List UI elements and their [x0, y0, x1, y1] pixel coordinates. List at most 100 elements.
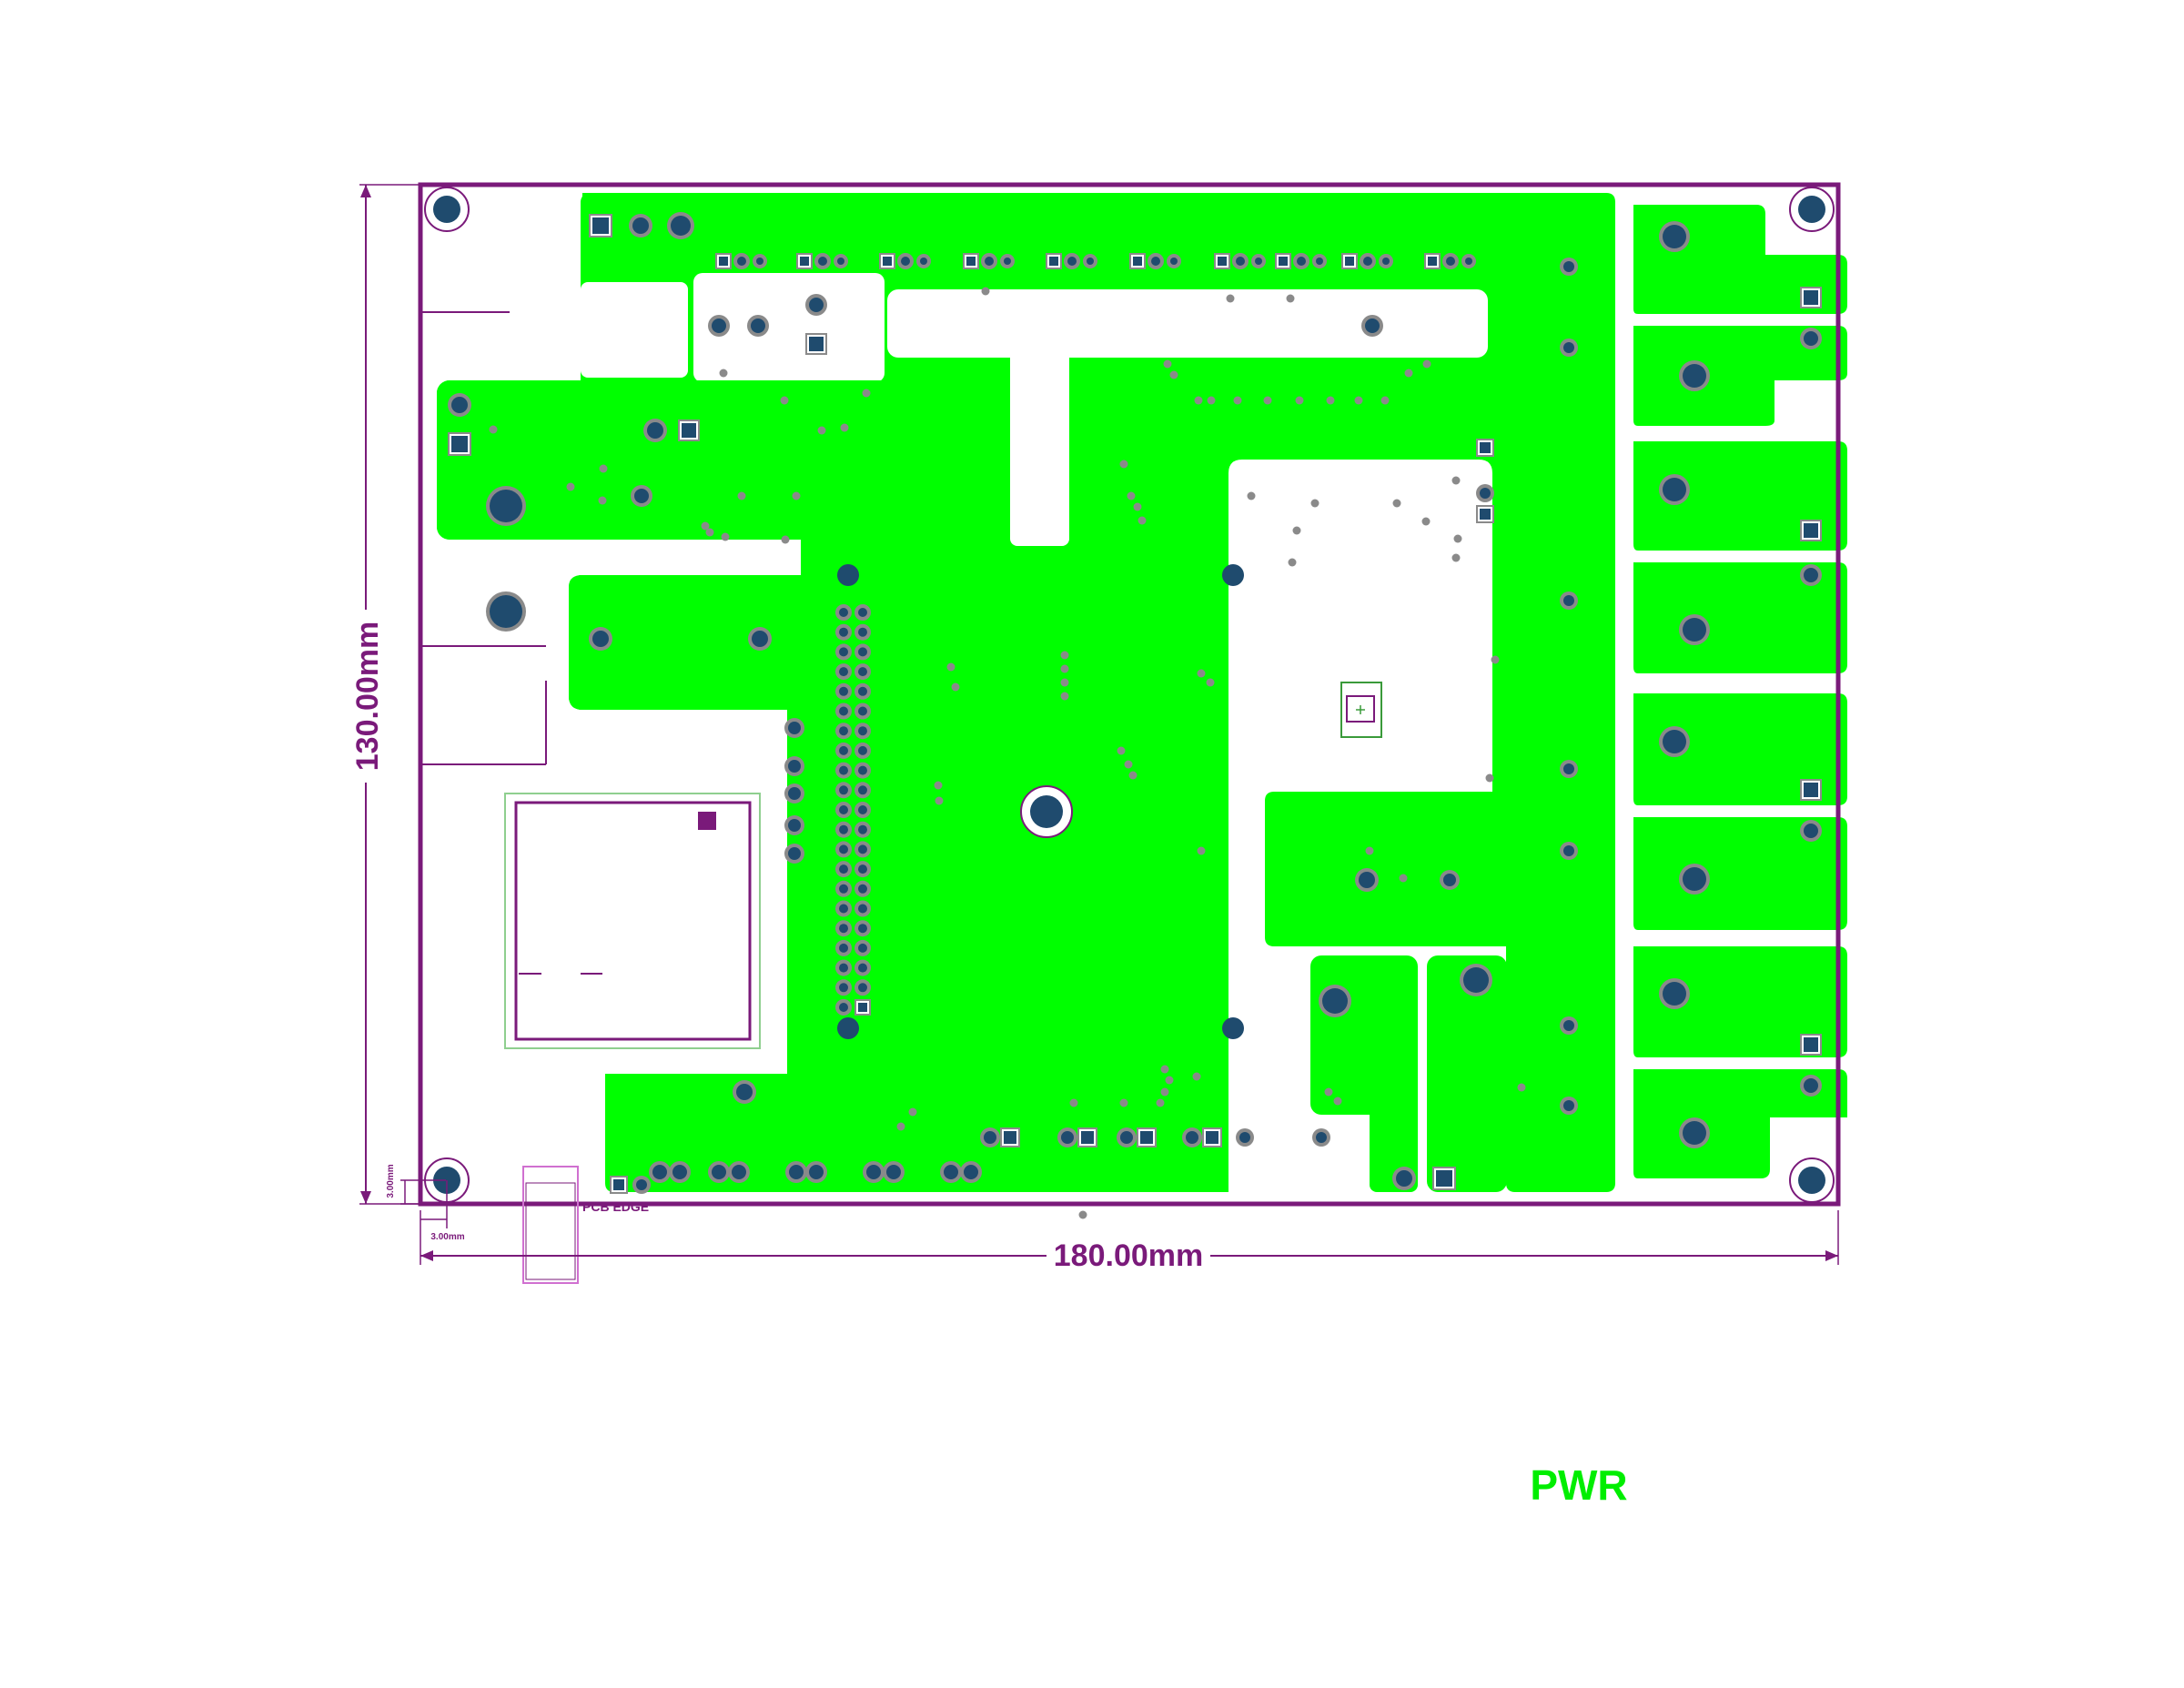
pad: [788, 760, 801, 773]
via: [1160, 1065, 1169, 1074]
pad: [858, 745, 867, 755]
pad: [632, 217, 649, 234]
pad: [858, 785, 867, 795]
pad: [858, 627, 867, 637]
pad-square-core: [613, 1179, 624, 1190]
pour-right-mid: [1265, 792, 1524, 937]
pad: [732, 1165, 746, 1179]
pad: [1087, 258, 1094, 265]
pour-bottom-right-b: [1370, 1074, 1418, 1192]
pad: [1663, 225, 1686, 248]
pad: [751, 318, 765, 333]
pad: [858, 647, 867, 657]
dimension-width-label: 180.00mm: [1054, 1238, 1203, 1273]
pad-square-core: [682, 423, 696, 438]
via: [705, 528, 714, 537]
pour-left-upper: [437, 380, 1010, 540]
pad: [858, 726, 867, 736]
pad: [1061, 1131, 1074, 1144]
pad: [1563, 1100, 1574, 1111]
pad-square-core: [1218, 257, 1227, 266]
pad: [1804, 568, 1818, 582]
pad: [647, 422, 663, 439]
pour-conn-8: [1633, 1069, 1847, 1178]
pad: [818, 257, 827, 266]
pad: [1480, 488, 1491, 499]
pad-square-core: [1279, 257, 1288, 266]
pad: [839, 667, 848, 677]
pour-conn-6: [1633, 817, 1847, 930]
via: [721, 532, 730, 541]
cutout-upper-right-box: [1228, 460, 1492, 792]
cutout-between: [1310, 1115, 1370, 1192]
via: [840, 423, 849, 432]
pad: [1563, 845, 1574, 856]
mounting-hole-top-right: [1789, 187, 1835, 232]
pad: [839, 1003, 848, 1012]
pad: [1563, 595, 1574, 606]
pad: [839, 726, 848, 736]
bottom-connector-row: [610, 718, 1492, 1194]
via: [1192, 1072, 1201, 1081]
pad: [839, 608, 848, 617]
pad-square-core: [809, 337, 824, 351]
pad-square-core: [1004, 1131, 1016, 1144]
via: [1247, 491, 1256, 500]
module-courtyard: [504, 793, 761, 1049]
pad: [1683, 618, 1706, 642]
pad: [858, 844, 867, 854]
pad: [789, 1165, 804, 1179]
via: [934, 781, 943, 790]
pad-square-core: [451, 436, 468, 452]
pad: [839, 765, 848, 775]
pad: [592, 631, 609, 647]
cutout-center-slot: [887, 289, 1488, 358]
via: [701, 521, 710, 531]
pad: [839, 943, 848, 953]
pad: [1151, 257, 1160, 266]
pad: [858, 924, 867, 934]
pad: [1239, 1132, 1250, 1143]
pad: [788, 847, 801, 860]
pad: [839, 647, 848, 657]
pad-square-core: [1345, 257, 1354, 266]
via: [1060, 692, 1069, 701]
via: [566, 482, 575, 491]
cutout-left-under-topstrip: [581, 282, 688, 378]
pad: [1322, 988, 1348, 1014]
pad: [809, 1165, 824, 1179]
via: [1124, 760, 1133, 769]
dimension-width: 180.00mm: [420, 1210, 1839, 1273]
pad: [1663, 982, 1686, 1006]
pad: [712, 318, 726, 333]
via: [1138, 516, 1147, 525]
pad: [1067, 257, 1077, 266]
via-large: [837, 1017, 859, 1039]
pad: [866, 1165, 881, 1179]
pad-square-core: [1804, 523, 1818, 538]
via: [1288, 558, 1297, 567]
pad: [490, 490, 522, 522]
pad: [839, 924, 848, 934]
dimension-hole-offset: 3.00mm 3.00mm: [386, 1164, 465, 1242]
pad-square-core: [719, 257, 728, 266]
pad: [788, 819, 801, 832]
pad: [901, 257, 910, 266]
via: [1421, 517, 1431, 526]
pad: [858, 686, 867, 696]
pad: [1443, 874, 1456, 886]
pad: [1359, 872, 1375, 888]
dimension-height: 130.00mm: [349, 184, 420, 1205]
via: [781, 535, 790, 544]
via: [1207, 396, 1216, 405]
pad: [451, 397, 468, 413]
via-large: [1222, 564, 1244, 586]
via: [1226, 294, 1235, 303]
pad: [1365, 318, 1380, 333]
via: [489, 425, 498, 434]
pad: [839, 824, 848, 834]
pad: [858, 963, 867, 973]
via: [598, 496, 607, 505]
pad: [1463, 967, 1489, 993]
